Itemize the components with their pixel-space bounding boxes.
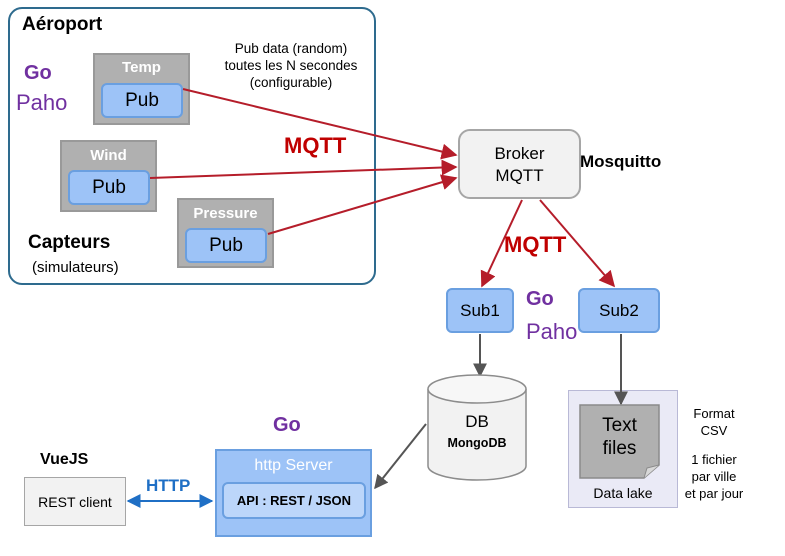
format-type: CSV [700,423,728,438]
http-label: HTTP [146,476,191,495]
text-files-line2: files [602,438,637,459]
pub-note-line: (configurable) [249,75,333,90]
broker-box: Broker MQTT [458,129,581,199]
api-box: API : REST / JSON [222,482,366,519]
sensor-wind: Wind Pub [60,140,157,212]
format-detail-line: et par jour [684,486,744,501]
db-to-server-arrow [374,423,427,490]
sensor-pressure: Pressure Pub [177,198,274,268]
sensor-wind-title: Wind [90,147,127,164]
subscribers-go-label: Go [526,288,554,310]
sensors-subtitle: (simulateurs) [32,259,119,276]
mqtt-label-subscribe: MQTT [504,232,567,257]
data-lake-label: Data lake [593,485,653,501]
format-label: Format [693,406,735,421]
sensors-title: Capteurs [28,232,111,253]
format-note: Format CSV 1 fichier par ville et par jo… [684,405,744,502]
sub1-box: Sub1 [446,288,514,333]
format-detail-line: par ville [691,469,737,484]
broker-name: Mosquitto [580,152,662,171]
sensor-pressure-title: Pressure [193,205,258,222]
broker-line1: Broker [494,144,545,163]
rest-client-box: REST client [24,477,126,526]
subscribers-paho-label: Paho [526,319,578,344]
sensor-pressure-pub: Pub [185,228,267,263]
sensor-temp-pub: Pub [101,83,183,118]
format-spacer [684,439,744,451]
pub-note-line: Pub data (random) [234,41,348,56]
http-server-title: http Server [254,457,333,474]
pub-note: Pub data (random) toutes les N secondes … [196,40,386,91]
airport-paho-label: Paho [16,90,68,115]
db-name: MongoDB [447,436,507,450]
airport-go-label: Go [24,62,52,84]
mqtt-label-publish: MQTT [284,133,347,158]
text-files-label: Text files [580,414,659,460]
format-detail-line: 1 fichier [691,452,737,467]
broker-line2: MQTT [495,166,544,185]
server-go-label: Go [273,414,301,436]
sensor-temp: Temp Pub [93,53,190,125]
db-label: DB [465,412,489,431]
text-files-line1: Text [602,415,637,436]
sensor-temp-title: Temp [122,59,161,76]
airport-title: Aéroport [22,14,103,35]
sensor-wind-pub: Pub [68,170,150,205]
client-framework: VueJS [40,451,89,468]
pub-note-line: toutes les N secondes [224,58,358,73]
sub2-box: Sub2 [578,288,660,333]
